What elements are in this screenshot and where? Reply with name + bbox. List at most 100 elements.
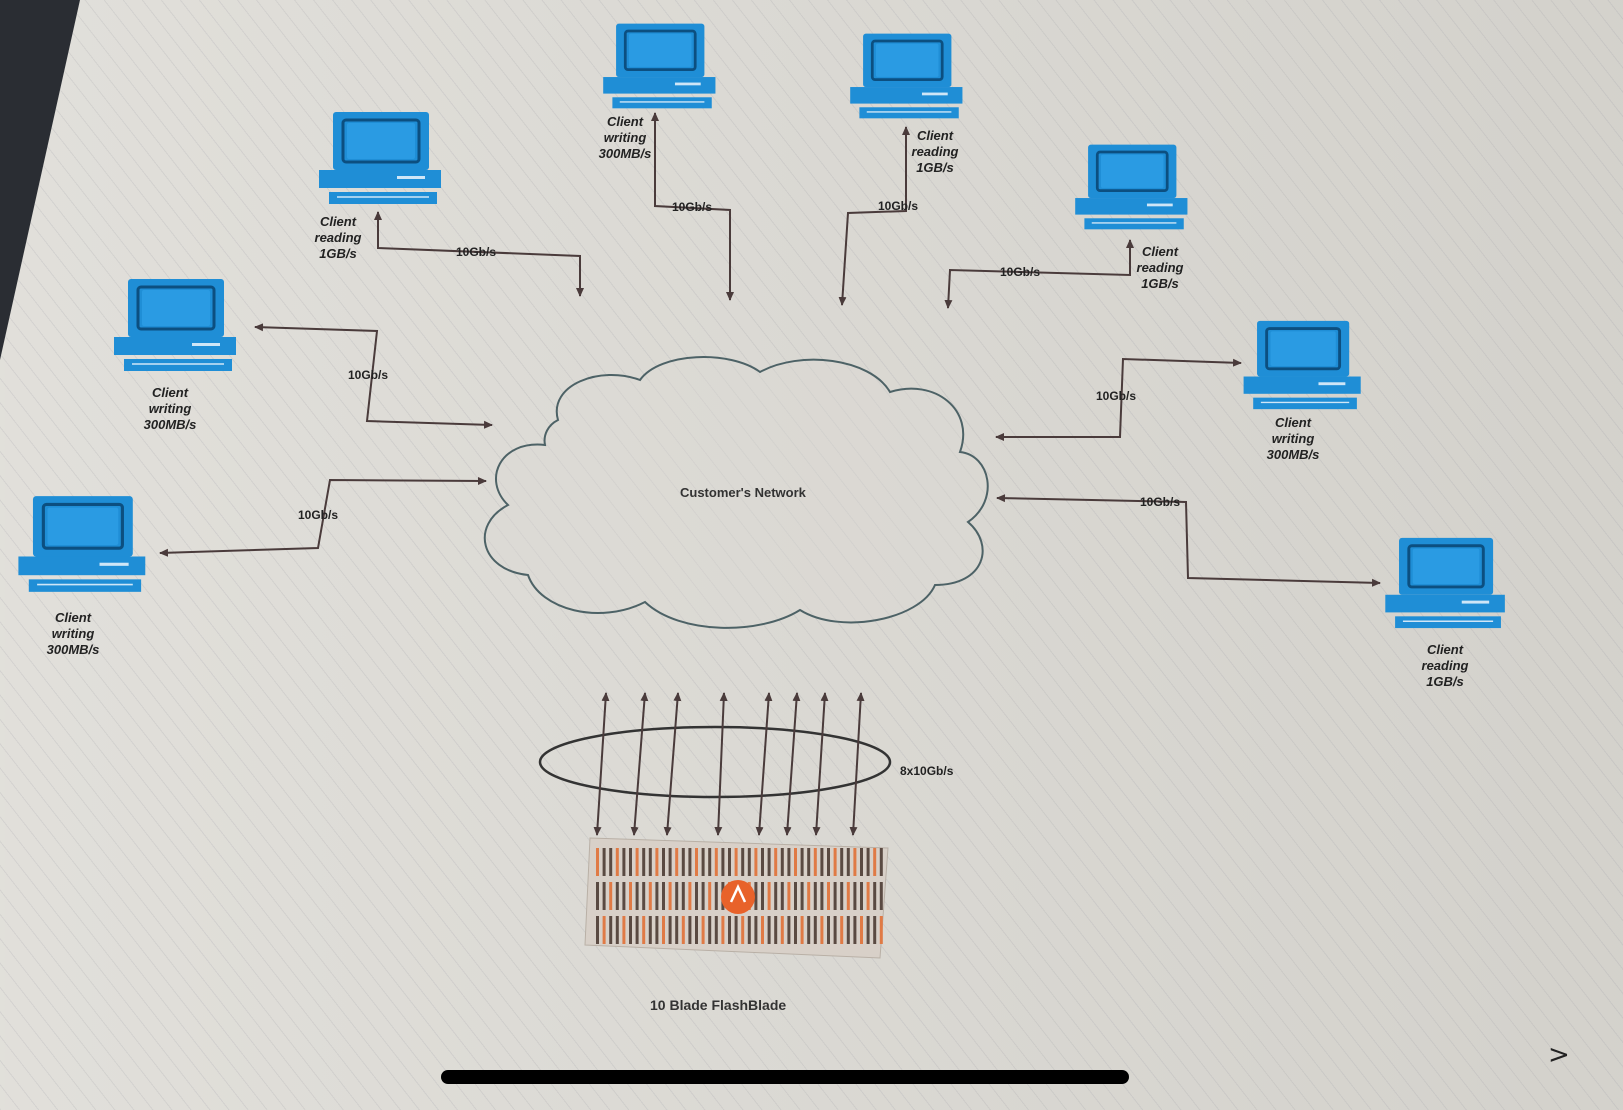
client-label: Client — [1275, 415, 1312, 430]
blade-slot — [635, 916, 639, 944]
link-rate-label: 10Gb/s — [456, 245, 496, 259]
blade-slot — [655, 882, 659, 910]
blade-slot — [853, 848, 857, 876]
client-label: Client — [55, 610, 92, 625]
computer-icon — [603, 22, 717, 110]
blade-slot — [642, 882, 646, 910]
blade-slot — [662, 848, 665, 876]
blade-slot — [648, 916, 652, 944]
blade-slot — [714, 916, 718, 944]
blade-slot — [780, 916, 784, 944]
client-label: 300MB/s — [599, 146, 652, 161]
client-label: 300MB/s — [1267, 447, 1320, 462]
blade-slot — [813, 882, 817, 910]
blade-slot — [629, 916, 632, 944]
blade-slot — [873, 916, 877, 944]
blade-slot — [741, 848, 745, 876]
blade-slot — [596, 916, 599, 944]
blade-slot — [662, 882, 665, 910]
connector-client-top-center-left — [651, 112, 734, 301]
blade-slot — [688, 916, 692, 944]
client-label: 1GB/s — [916, 160, 954, 175]
link-rate-label: 10Gb/s — [1096, 389, 1136, 403]
computer-icon — [1385, 536, 1507, 630]
storage-link-arrow — [812, 692, 829, 836]
client-label: Client — [320, 214, 357, 229]
blade-slot — [609, 848, 613, 876]
blade-slot — [800, 916, 804, 944]
connector-client-right-lower — [996, 494, 1381, 587]
blade-slot — [642, 916, 646, 944]
blade-slot — [655, 848, 659, 876]
blade-slot — [754, 916, 758, 944]
blade-slot — [721, 848, 725, 876]
blade-slot — [853, 916, 857, 944]
blade-slot — [635, 848, 639, 876]
blade-slot — [787, 848, 791, 876]
blade-slot — [761, 882, 764, 910]
blade-slot — [761, 916, 764, 944]
blade-slot — [708, 882, 712, 910]
blade-slot — [774, 882, 778, 910]
computer-icon — [16, 494, 147, 594]
blade-slot — [734, 916, 738, 944]
blade-slot — [734, 848, 738, 876]
client-label: reading — [315, 230, 362, 245]
link-rate-label: 10Gb/s — [672, 200, 712, 214]
connector-client-right-upper — [995, 357, 1242, 441]
blade-slot — [728, 916, 731, 944]
blade-slot — [873, 848, 877, 876]
blade-slot — [840, 848, 844, 876]
blade-slot — [820, 882, 824, 910]
blade-slot — [833, 882, 837, 910]
blade-slot — [840, 916, 844, 944]
blade-slot — [827, 882, 830, 910]
client-label: reading — [1422, 658, 1469, 673]
blade-slot — [596, 848, 599, 876]
blade-slot — [780, 882, 784, 910]
client-label: Client — [607, 114, 644, 129]
client-label: 1GB/s — [1426, 674, 1464, 689]
home-indicator-bar — [441, 1070, 1129, 1084]
storage-link-arrow — [663, 692, 682, 836]
blade-slot — [794, 848, 797, 876]
blade-slot — [602, 848, 606, 876]
link-rate-label: 10Gb/s — [298, 508, 338, 522]
blade-slot — [833, 848, 837, 876]
link-rate-label: 10Gb/s — [878, 199, 918, 213]
blade-slot — [642, 848, 646, 876]
blade-slot — [681, 916, 685, 944]
storage-label: 10 Blade FlashBlade — [650, 997, 786, 1013]
blade-slot — [668, 882, 672, 910]
blade-slot — [827, 916, 830, 944]
blade-slot — [596, 882, 599, 910]
computer-icon — [113, 277, 238, 373]
computer-icon — [850, 32, 964, 120]
blade-slot — [747, 848, 751, 876]
blade-slot — [846, 882, 850, 910]
blade-slot — [688, 848, 692, 876]
network-label: Customer's Network — [680, 485, 807, 500]
blade-slot — [668, 916, 672, 944]
chevron-right-icon[interactable]: > — [1548, 1040, 1570, 1070]
link-rate-label: 10Gb/s — [348, 368, 388, 382]
blade-slot — [833, 916, 837, 944]
connector-client-left-upper — [254, 323, 493, 429]
storage-link-arrow — [593, 692, 610, 836]
blade-slot — [767, 882, 771, 910]
blade-slot — [622, 848, 626, 876]
storage-link-arrow — [755, 692, 773, 836]
blade-slot — [622, 916, 626, 944]
blade-slot — [794, 916, 797, 944]
blade-slot — [695, 882, 698, 910]
client-label: 300MB/s — [47, 642, 100, 657]
connector-client-left-lower — [159, 476, 487, 557]
blade-slot — [615, 848, 619, 876]
client-label: 1GB/s — [319, 246, 357, 261]
blade-slot — [701, 848, 705, 876]
blade-slot — [721, 916, 725, 944]
blade-slot — [774, 916, 778, 944]
link-rate-label: 10Gb/s — [1140, 495, 1180, 509]
blade-slot — [648, 848, 652, 876]
